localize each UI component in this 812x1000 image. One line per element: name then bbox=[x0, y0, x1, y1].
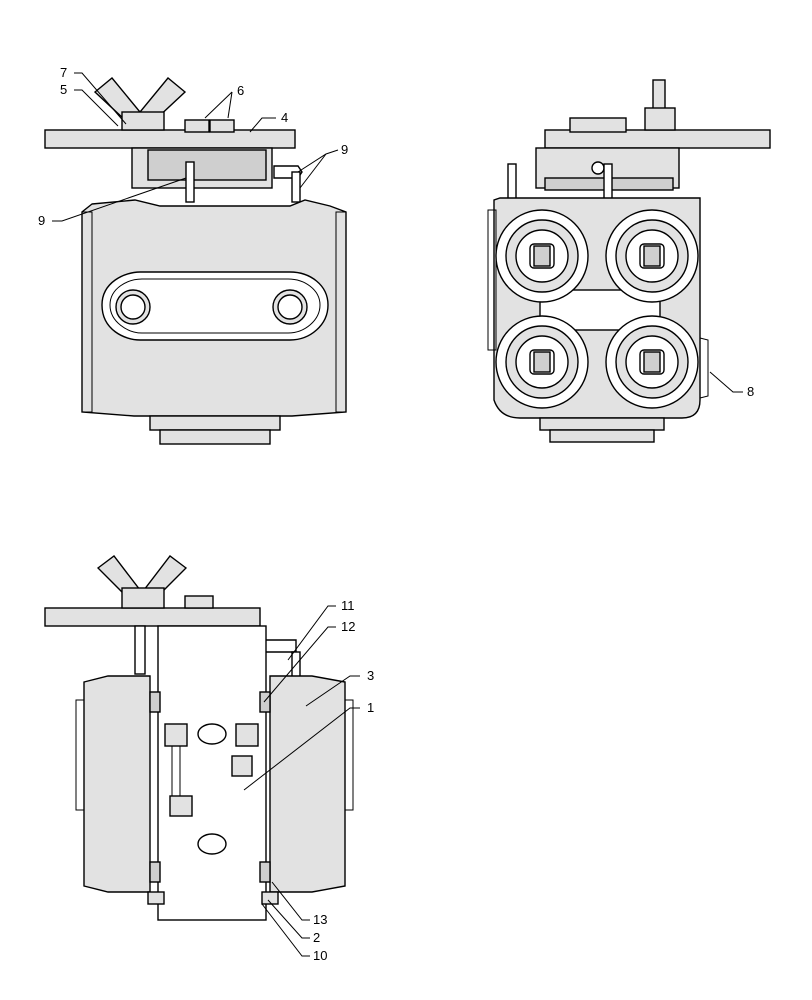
callout-2: 2 bbox=[313, 930, 320, 945]
callout-8: 8 bbox=[747, 384, 754, 399]
callout-9-right: 9 bbox=[341, 142, 348, 157]
hydraulic-port bbox=[495, 209, 589, 303]
callout-13: 13 bbox=[313, 912, 327, 927]
valve-housing bbox=[83, 675, 151, 893]
o-ring bbox=[149, 691, 161, 713]
callout-6: 6 bbox=[237, 83, 244, 98]
callout-7: 7 bbox=[60, 65, 67, 80]
stud bbox=[134, 625, 146, 675]
o-ring bbox=[149, 861, 161, 883]
cap-screw bbox=[184, 119, 210, 133]
callout-1: 1 bbox=[367, 700, 374, 715]
wing-nut bbox=[93, 77, 187, 131]
section-view bbox=[44, 555, 354, 921]
o-ring bbox=[259, 691, 271, 713]
small-fitting bbox=[591, 161, 605, 175]
callout-10: 10 bbox=[313, 948, 327, 963]
callout-11: 11 bbox=[341, 598, 355, 613]
callout-9-left: 9 bbox=[38, 213, 45, 228]
side-slot-plate bbox=[101, 271, 329, 341]
callout-4: 4 bbox=[281, 110, 288, 125]
hydraulic-port bbox=[495, 315, 589, 409]
o-ring bbox=[259, 861, 271, 883]
dowel-pin bbox=[185, 161, 195, 203]
hydraulic-port bbox=[605, 315, 699, 409]
leader-lines bbox=[52, 72, 743, 957]
callout-3: 3 bbox=[367, 668, 374, 683]
cap-screw bbox=[209, 119, 235, 133]
hydraulic-port bbox=[605, 209, 699, 303]
wing-nut bbox=[96, 555, 188, 609]
rear-view bbox=[487, 79, 771, 443]
bottom-fitting bbox=[149, 415, 281, 431]
front-view bbox=[44, 77, 347, 445]
callout-labels: 7 5 6 4 9 9 8 11 12 3 1 13 2 10 bbox=[38, 65, 754, 963]
mounting-plate bbox=[44, 129, 296, 149]
callout-12: 12 bbox=[341, 619, 355, 634]
mounting-plate bbox=[44, 607, 261, 627]
callout-5: 5 bbox=[60, 82, 67, 97]
bottom-fitting bbox=[539, 417, 665, 431]
